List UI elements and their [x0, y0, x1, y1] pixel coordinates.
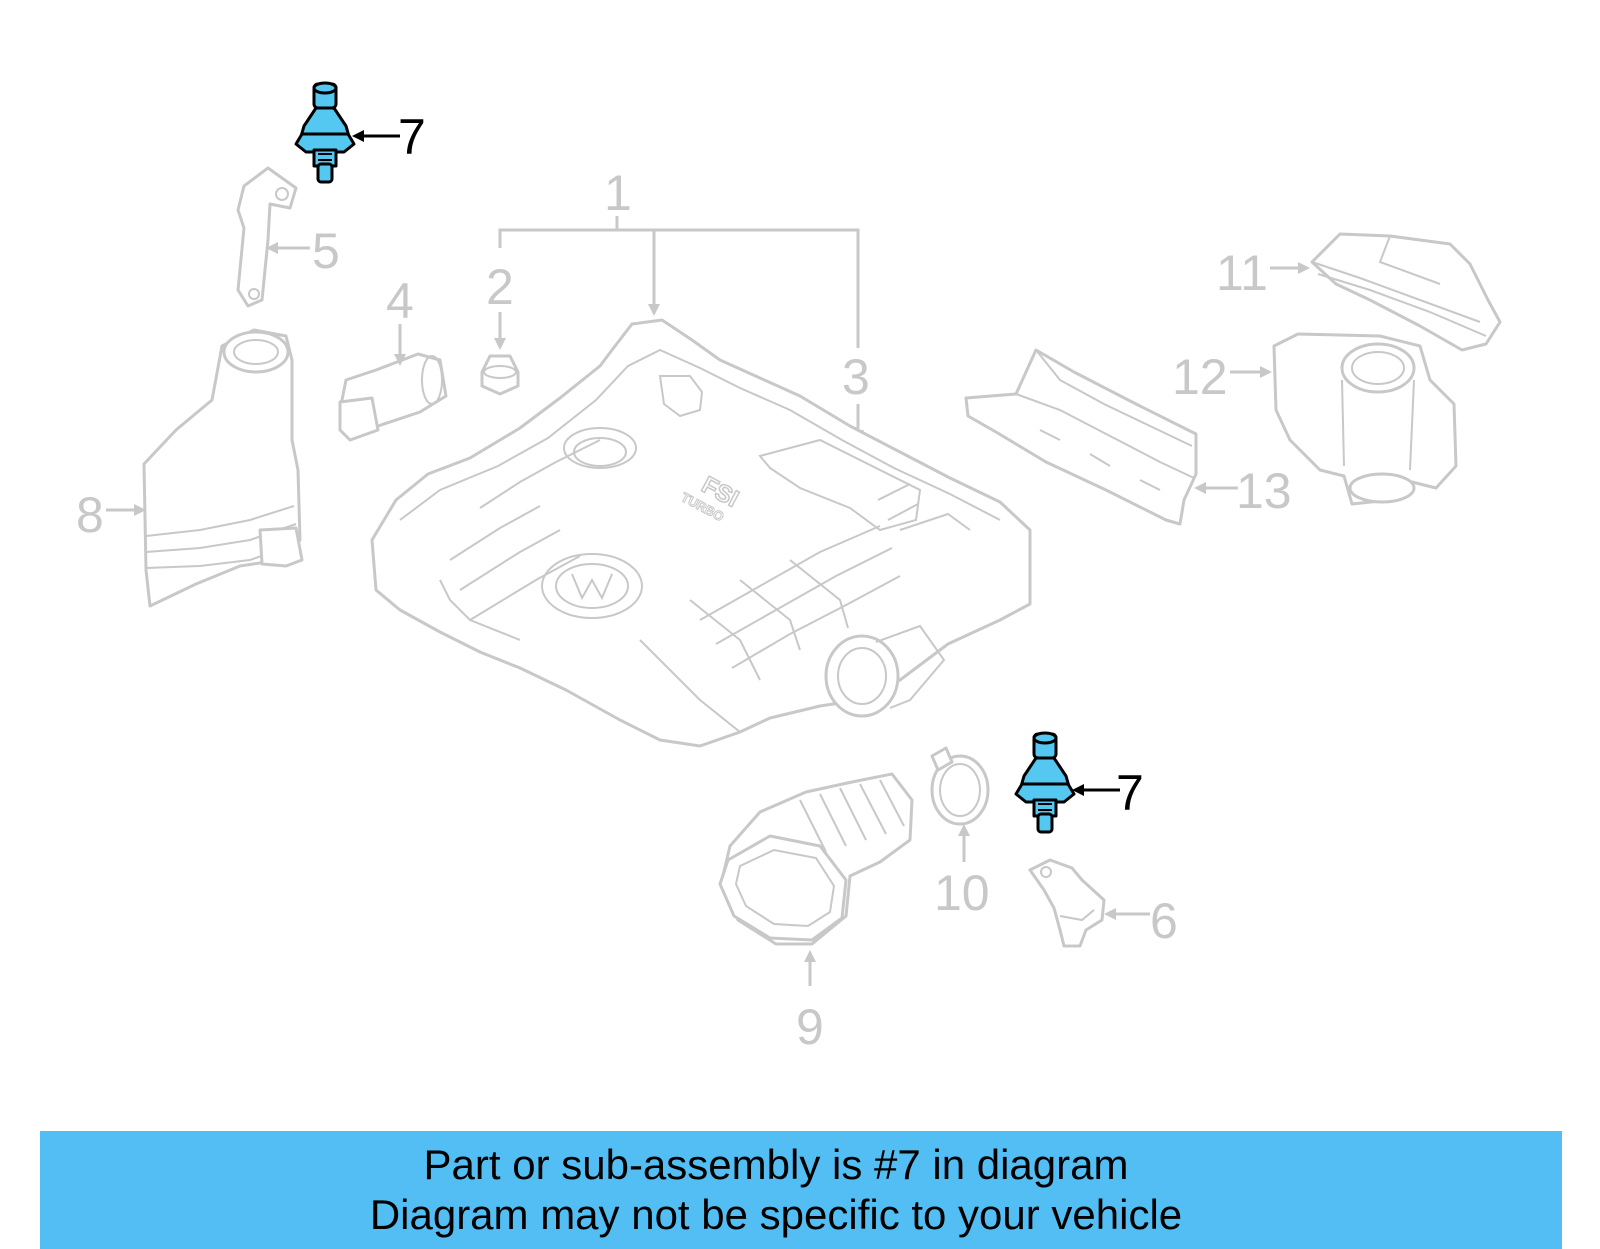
part-4-sensor [338, 352, 448, 442]
part-13-air-guide [964, 348, 1198, 526]
part-5-bracket [236, 166, 298, 308]
svg-text:5: 5 [312, 223, 340, 279]
part-7-valve-bottom[interactable] [1014, 731, 1076, 834]
callout-7-bottom: 7 [1072, 765, 1144, 821]
callout-9: 9 [796, 950, 824, 1055]
svg-text:3: 3 [842, 349, 870, 405]
engine-cover-intake-tube [824, 624, 946, 718]
callout-2: 2 [486, 259, 514, 350]
banner-line-1: Part or sub-assembly is #7 in diagram [423, 1141, 1129, 1188]
part-1-engine-cover: FSI TURBO [370, 318, 1032, 748]
svg-text:13: 13 [1236, 463, 1292, 519]
callout-12: 12 [1172, 349, 1272, 405]
svg-text:9: 9 [796, 999, 824, 1055]
part-12-airbox [1272, 332, 1458, 506]
svg-text:6: 6 [1150, 893, 1178, 949]
svg-text:12: 12 [1172, 349, 1228, 405]
part-11-airbox-cover [1310, 232, 1502, 352]
callout-4: 4 [386, 273, 414, 366]
svg-text:8: 8 [76, 487, 104, 543]
part-7-valve-top[interactable] [294, 81, 356, 184]
svg-text:4: 4 [386, 273, 414, 329]
part-8-air-duct [142, 328, 304, 608]
svg-text:7: 7 [1116, 765, 1144, 821]
svg-text:11: 11 [1216, 245, 1268, 301]
callout-10: 10 [934, 824, 990, 921]
svg-text:7: 7 [398, 109, 426, 165]
part-6-bracket [1028, 858, 1106, 948]
part-9-intake-hose [718, 772, 914, 946]
callout-6: 6 [1104, 893, 1178, 949]
callout-1: 1 [498, 165, 860, 348]
part-2-grommet [480, 354, 520, 396]
svg-text:1: 1 [604, 165, 632, 221]
callout-11: 11 [1216, 245, 1310, 301]
callout-13: 13 [1194, 463, 1292, 519]
callout-5: 5 [266, 223, 340, 279]
callout-8: 8 [76, 487, 146, 543]
info-banner: Part or sub-assembly is #7 in diagram Di… [40, 1131, 1562, 1249]
svg-text:10: 10 [934, 865, 990, 921]
banner-line-2: Diagram may not be specific to your vehi… [369, 1191, 1183, 1238]
part-10-hose-clamp [930, 746, 990, 826]
svg-text:2: 2 [486, 259, 514, 315]
callout-7-top: 7 [352, 109, 426, 165]
